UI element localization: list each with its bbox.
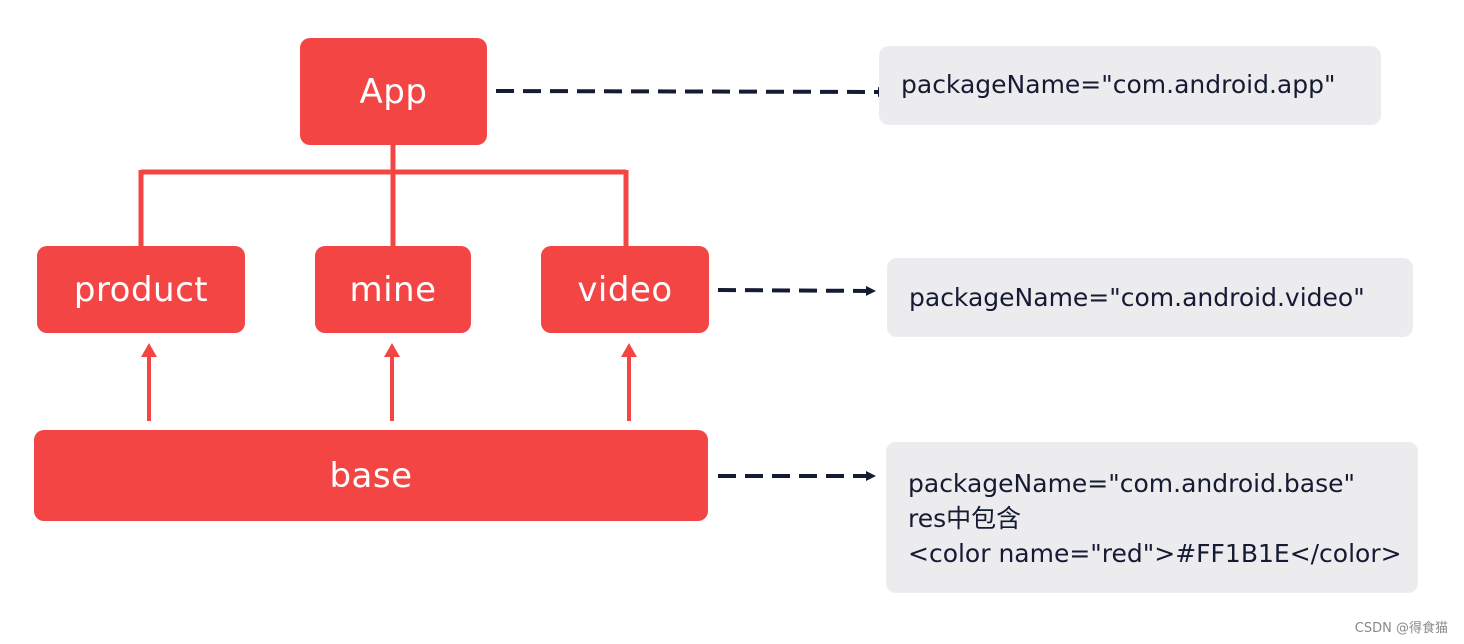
video-package-name: packageName="com.android.video" bbox=[909, 283, 1365, 312]
app-package-name: packageName="com.android.app" bbox=[901, 70, 1336, 99]
base-res-description: res中包含 bbox=[908, 504, 1022, 533]
app-node-label: App bbox=[359, 71, 428, 112]
base-package-note: packageName="com.android.base" res中包含 <c… bbox=[886, 442, 1418, 593]
dashed-arrow-video bbox=[717, 285, 876, 296]
base-package-name: packageName="com.android.base" bbox=[908, 469, 1355, 498]
product-node: product bbox=[37, 246, 245, 333]
arrowhead-video bbox=[621, 343, 637, 357]
base-dependency-arrows bbox=[141, 343, 637, 421]
mine-node: mine bbox=[315, 246, 471, 333]
video-node: video bbox=[541, 246, 709, 333]
dashed-arrows bbox=[495, 86, 888, 481]
product-node-label: product bbox=[73, 269, 209, 310]
app-package-note: packageName="com.android.app" bbox=[879, 46, 1381, 125]
base-color-resource: <color name="red">#FF1B1E</color> bbox=[908, 539, 1402, 568]
video-package-note: packageName="com.android.video" bbox=[887, 258, 1413, 337]
video-node-label: video bbox=[577, 269, 673, 310]
base-node-label: base bbox=[329, 455, 413, 496]
arrowhead-mine bbox=[384, 343, 400, 357]
tree-connectors bbox=[138, 145, 629, 246]
arrowhead-product bbox=[141, 343, 157, 357]
dashed-arrow-app bbox=[495, 86, 888, 97]
app-node: App bbox=[300, 38, 487, 145]
mine-node-label: mine bbox=[349, 269, 437, 310]
base-node: base bbox=[34, 430, 708, 521]
watermark: CSDN @得食猫 bbox=[1354, 621, 1448, 636]
